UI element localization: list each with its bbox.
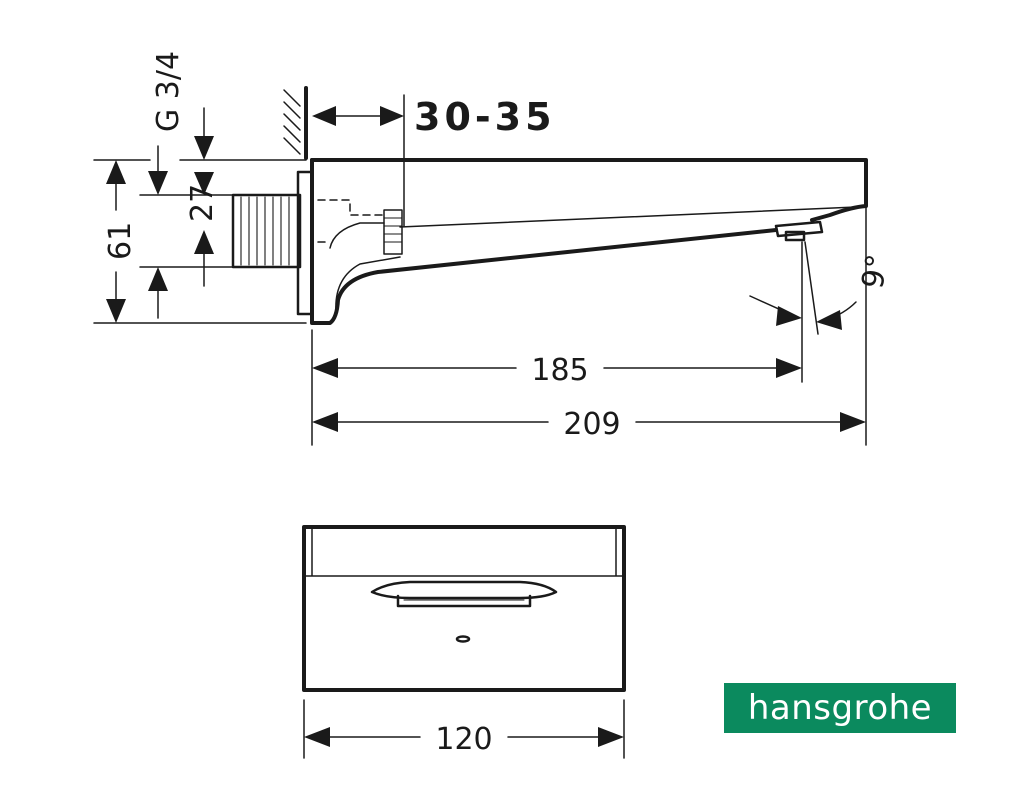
dim-width: 120	[304, 722, 624, 757]
dim-connection-offset: 27	[185, 172, 220, 287]
height-label: 61	[103, 222, 138, 260]
side-view: 30-35 G 3/4 27 61	[93, 51, 896, 446]
thread-label: G 3/4	[151, 51, 186, 132]
dim-length: 209	[312, 407, 866, 442]
angle-label: 9°	[855, 252, 895, 292]
wall-hatching	[283, 86, 308, 160]
logo-text: hansgrohe	[747, 688, 933, 728]
aerator-hole	[455, 635, 471, 643]
spout-body	[310, 158, 868, 325]
projection-label: 185	[531, 353, 588, 388]
connection-offset-label: 27	[185, 184, 220, 222]
extension-lines	[93, 94, 867, 446]
dim-thread: G 3/4	[148, 51, 214, 195]
thread-connector	[231, 170, 314, 316]
dim-angle: 9°	[749, 252, 896, 330]
length-label: 209	[563, 407, 620, 442]
wall-thickness-label: 30-35	[414, 95, 556, 139]
dim-projection: 185	[312, 353, 802, 388]
dim-height: 61	[103, 160, 168, 323]
hansgrohe-logo: hansgrohe	[724, 683, 956, 733]
width-label: 120	[435, 722, 492, 757]
top-view: 120	[302, 525, 626, 759]
dim-wall-thickness: 30-35	[312, 95, 556, 139]
